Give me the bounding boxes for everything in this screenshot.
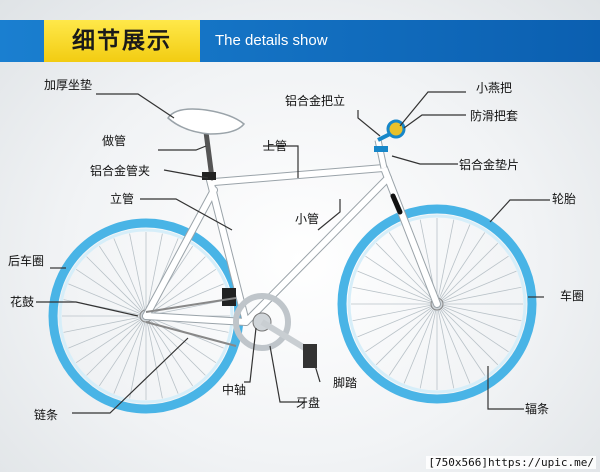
label-grip: 防滑把套 (470, 109, 519, 123)
label-leader-lines (36, 91, 550, 414)
drivetrain (145, 288, 317, 368)
label-chainring: 牙盘 (296, 396, 321, 410)
label-bottom-bracket: 中轴 (222, 383, 247, 397)
label-rear-rim: 后车圈 (8, 254, 45, 268)
saddle-shape (167, 108, 246, 135)
bike-frame (142, 129, 441, 326)
watermark-text: [750x566]https://upic.me/ (426, 456, 596, 469)
label-front-rim: 车圈 (560, 289, 585, 303)
page-title: 细节展示 (72, 28, 172, 54)
label-spokes: 辐条 (525, 402, 550, 416)
label-down-tube: 小管 (295, 212, 320, 226)
label-seat-clamp: 铝合金管夹 (90, 164, 151, 178)
label-top-tube: 上管 (263, 139, 288, 153)
label-saddle: 加厚坐垫 (44, 78, 93, 92)
label-tire: 轮胎 (552, 192, 577, 206)
label-spacer: 铝合金垫片 (459, 158, 520, 172)
page-subtitle: The details show (215, 32, 328, 49)
label-stem: 铝合金把立 (285, 94, 346, 108)
label-rear-hub: 花鼓 (10, 295, 35, 309)
header-title-block (44, 20, 200, 62)
label-handlebar: 小燕把 (476, 81, 513, 95)
label-pedal: 脚踏 (333, 376, 358, 390)
label-seat-tube: 立管 (110, 192, 135, 206)
label-seatpost: 做管 (102, 134, 127, 148)
stem-handlebar (374, 119, 406, 169)
label-chain: 链条 (34, 408, 59, 422)
